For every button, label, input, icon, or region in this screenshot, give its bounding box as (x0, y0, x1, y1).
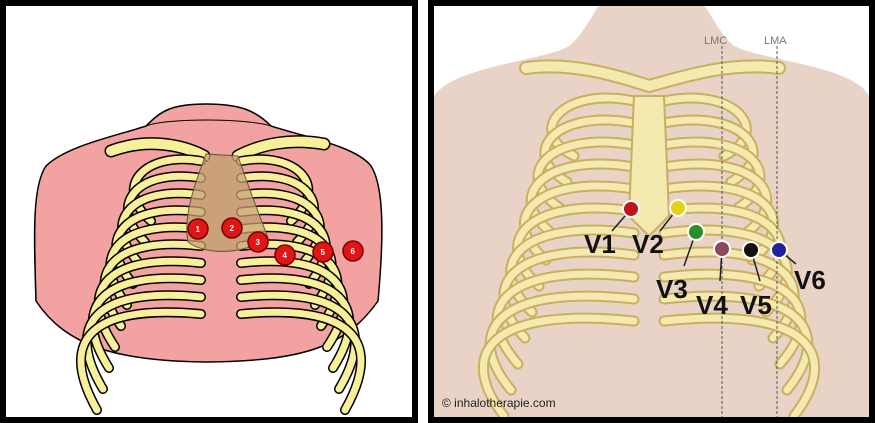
lma-label: LMA (764, 35, 787, 47)
lmc-label: LMC (704, 35, 727, 47)
lead-dot (714, 241, 730, 257)
left-electrode-label: 1 (196, 225, 201, 234)
lead-dot (743, 242, 759, 258)
left-electrode-label: 5 (321, 248, 326, 257)
lead-label: V1 (584, 229, 616, 259)
left-electrode-2: 2 (222, 218, 242, 238)
left-electrode-label: 6 (351, 247, 356, 256)
lead-label: V2 (632, 229, 664, 259)
lead-label: V5 (740, 290, 772, 320)
lead-label: V4 (696, 290, 728, 320)
left-diagram-panel: 1 2 3 4 5 6 (0, 0, 418, 423)
left-electrode-5: 5 (313, 242, 333, 262)
left-electrode-label: 2 (230, 224, 235, 233)
left-electrode-4: 4 (275, 245, 295, 265)
left-electrode-1: 1 (188, 219, 208, 239)
credit-text: © inhalotherapie.com (442, 396, 556, 410)
left-electrode-label: 3 (256, 238, 261, 247)
left-chest-svg: 1 2 3 4 5 6 (6, 6, 412, 417)
lead-label: V6 (794, 265, 826, 295)
lead-dot (623, 201, 639, 217)
lead-dot (771, 242, 787, 258)
lead-dot (688, 224, 704, 240)
lead-dot (670, 200, 686, 216)
left-electrode-label: 4 (283, 251, 288, 260)
lead-label: V3 (656, 274, 688, 304)
left-electrode-3: 3 (248, 232, 268, 252)
left-electrode-6: 6 (343, 241, 363, 261)
